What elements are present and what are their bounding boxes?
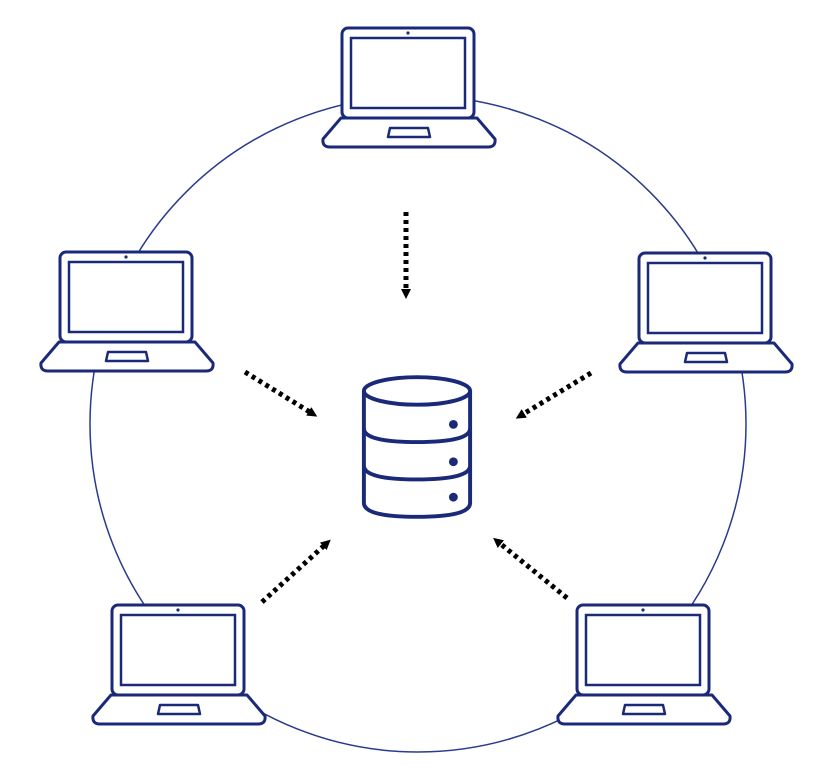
arrow-bottom-right-to-database — [493, 537, 569, 600]
laptop-left[interactable] — [39, 250, 215, 373]
database-icon — [361, 375, 473, 519]
laptop-icon — [91, 603, 267, 726]
laptop-top[interactable] — [321, 26, 497, 149]
database[interactable] — [361, 375, 473, 519]
laptop-icon — [39, 250, 215, 373]
arrow-left-to-database — [243, 369, 318, 417]
arrow-bottom-left-to-database — [260, 539, 331, 604]
laptop-icon — [321, 26, 497, 149]
laptop-icon — [556, 603, 732, 726]
laptop-bottom-right[interactable] — [556, 603, 732, 726]
laptop-icon — [618, 251, 794, 374]
arrow-right-to-database — [515, 370, 593, 419]
laptop-right[interactable] — [618, 251, 794, 374]
laptop-bottom-left[interactable] — [91, 603, 267, 726]
